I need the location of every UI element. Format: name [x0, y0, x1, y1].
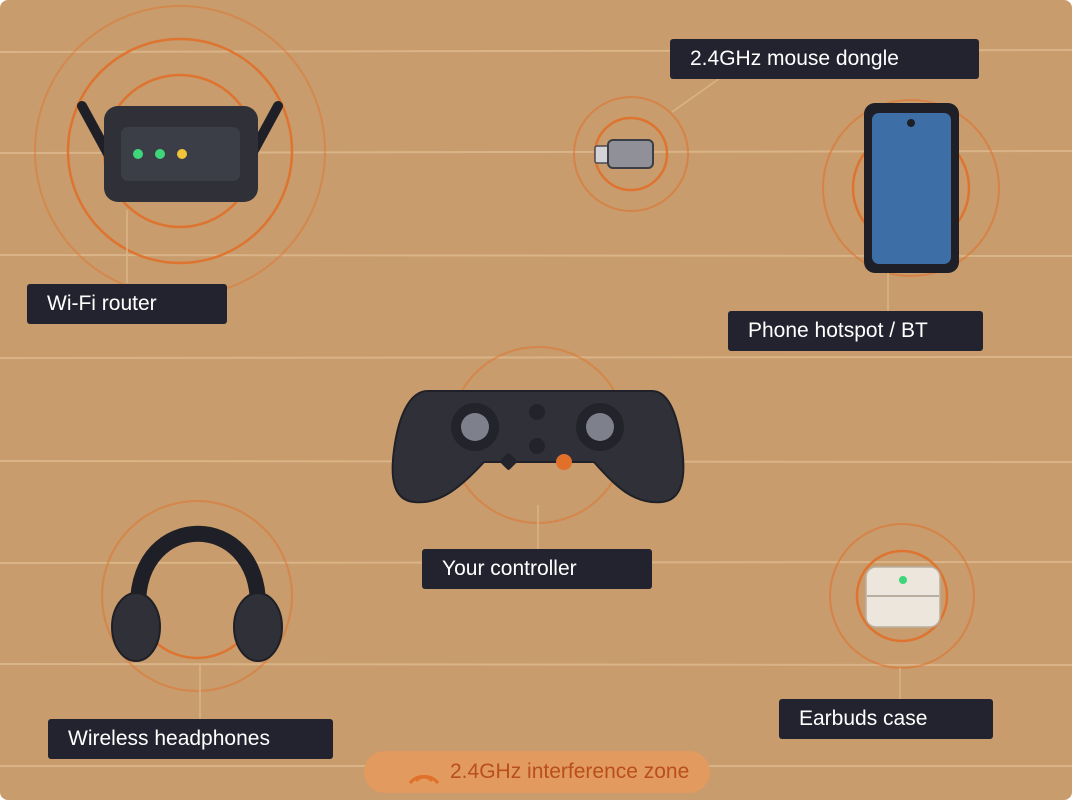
headphones-label: Wireless headphones: [48, 719, 333, 759]
interference-zone-icon: [408, 774, 440, 785]
legend-label: 2.4GHz interference zone: [450, 760, 690, 783]
wifi-router-icon: [77, 101, 283, 202]
phone-label: Phone hotspot / BT: [728, 311, 983, 351]
headphones-icon: [111, 525, 283, 662]
usb-dongle-icon: [594, 139, 654, 169]
gamepad-icon: [391, 390, 685, 504]
earbuds-interference-rings: [829, 523, 975, 669]
legend: 2.4GHz interference zone: [364, 751, 710, 793]
label-connectors: [126, 77, 901, 720]
dongle-label: 2.4GHz mouse dongle: [670, 39, 979, 79]
router-label: Wi-Fi router: [27, 284, 227, 324]
earbuds-label: Earbuds case: [779, 699, 993, 739]
controller-label: Your controller: [422, 549, 652, 589]
earbuds-case-icon: [865, 566, 941, 628]
smartphone-icon: [864, 103, 959, 273]
